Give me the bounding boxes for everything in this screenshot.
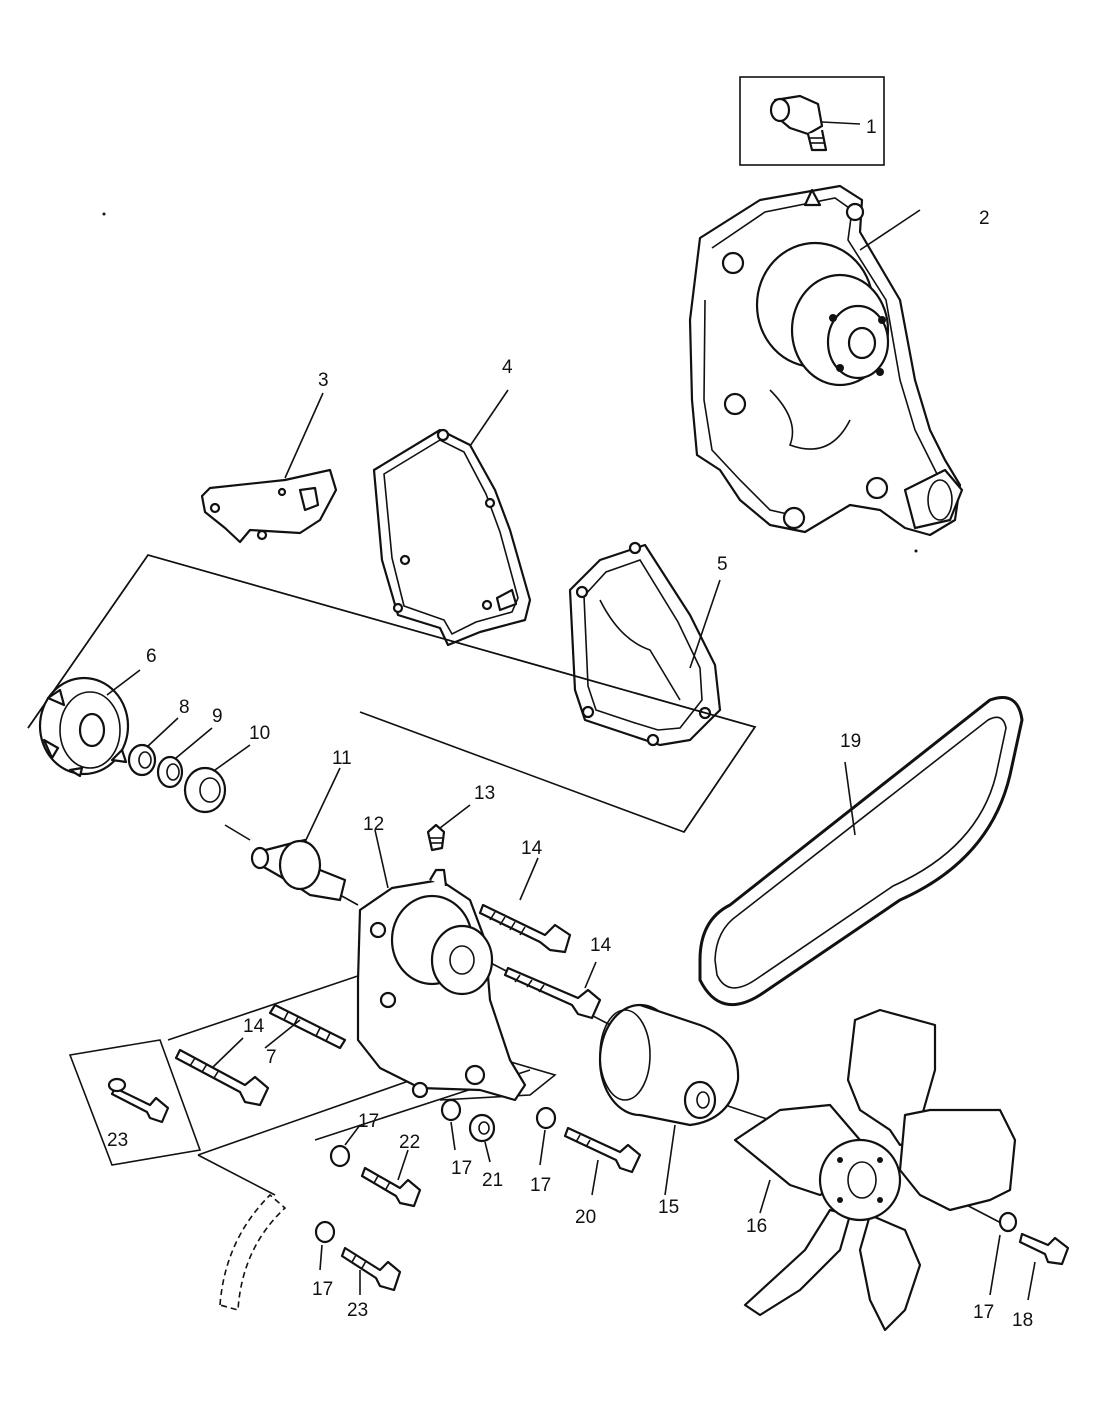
parts-8-9-10-seals — [127, 717, 251, 814]
callout-20: 20 — [575, 1207, 596, 1228]
part-6-impeller — [38, 669, 141, 778]
part-11-shaft — [250, 767, 347, 902]
callout-14-middle: 14 — [590, 935, 612, 956]
callout-23-inset: 23 — [107, 1130, 128, 1151]
part-16-fan — [733, 1008, 1017, 1332]
part-5-gasket-frame — [568, 541, 722, 747]
part-1-elbow-fitting — [739, 76, 885, 166]
callout-2: 2 — [979, 208, 990, 229]
part-19-belt — [698, 696, 1024, 1007]
nut-21 — [468, 1113, 496, 1163]
callout-21: 21 — [482, 1170, 503, 1191]
part-13-grease-fitting — [426, 804, 471, 852]
part-3-gasket-plate — [200, 392, 338, 544]
bolt-23 — [340, 1246, 402, 1295]
callout-17-e: 17 — [973, 1302, 994, 1323]
callout-8: 8 — [179, 697, 190, 718]
bolt-14-lower — [174, 1037, 270, 1107]
callout-14-lower: 14 — [243, 1016, 265, 1037]
bolt-22 — [360, 1149, 422, 1208]
washer-17-d — [314, 1220, 336, 1271]
washer-17-b — [535, 1106, 557, 1166]
phantom-hose — [219, 1193, 287, 1312]
callout-23-lower: 23 — [347, 1300, 368, 1321]
washer-17-a — [440, 1098, 462, 1151]
callout-22: 22 — [399, 1132, 420, 1153]
callout-labels: 1 2 3 4 5 6 7 8 9 10 11 12 13 14 14 14 1… — [107, 117, 1033, 1331]
stray-dot — [102, 212, 106, 216]
callout-14-upper: 14 — [521, 838, 543, 859]
washer-17-c — [329, 1124, 361, 1168]
part-4-gasket — [372, 389, 532, 647]
part-15-pulley — [598, 1003, 740, 1196]
assembly-guide-lines — [27, 554, 1006, 1226]
part-23-inset-bolt — [68, 1039, 202, 1166]
callout-7: 7 — [266, 1047, 277, 1068]
callout-19: 19 — [840, 731, 861, 752]
callout-16: 16 — [746, 1216, 767, 1237]
part-2-pump-housing — [688, 184, 964, 537]
stray-dot — [914, 549, 918, 553]
callout-17-b: 17 — [451, 1158, 472, 1179]
callout-13: 13 — [474, 783, 495, 804]
callout-17-a: 17 — [358, 1111, 379, 1132]
callout-1: 1 — [866, 117, 877, 138]
callout-10: 10 — [249, 723, 270, 744]
callout-17-c: 17 — [530, 1175, 551, 1196]
callout-17-d: 17 — [312, 1279, 333, 1300]
callout-9: 9 — [212, 706, 223, 727]
part-12-pump-body — [356, 829, 527, 1102]
callout-6: 6 — [146, 646, 157, 667]
callout-12: 12 — [363, 814, 384, 835]
bolt-14-middle — [503, 961, 602, 1020]
part-7-stud — [264, 1003, 347, 1050]
callout-5: 5 — [717, 554, 728, 575]
callout-11: 11 — [332, 748, 352, 769]
callout-3: 3 — [318, 370, 329, 391]
bolt-14-upper — [478, 857, 572, 954]
washer-17-e — [989, 1211, 1018, 1296]
callout-18: 18 — [1012, 1310, 1033, 1331]
bolt-20 — [563, 1126, 642, 1196]
callout-15: 15 — [658, 1197, 679, 1218]
bolt-18 — [1018, 1232, 1070, 1301]
callout-4: 4 — [502, 357, 513, 378]
